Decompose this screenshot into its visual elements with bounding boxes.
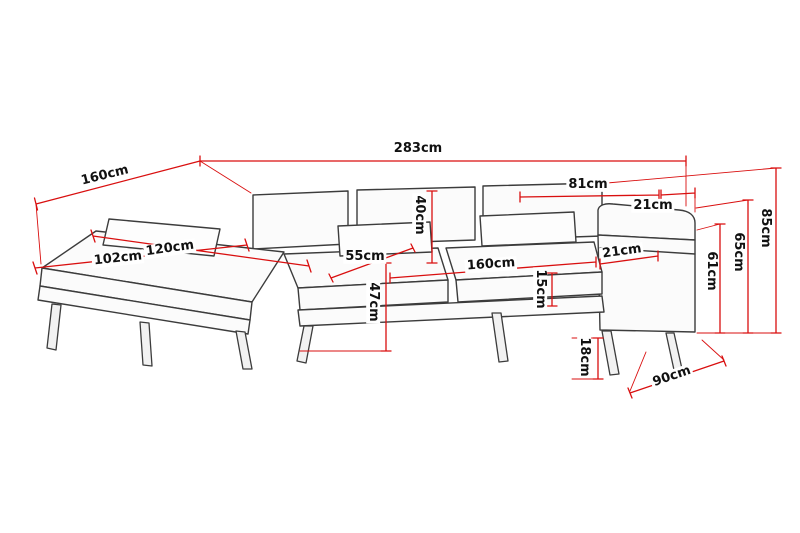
seat-cushion-front <box>455 271 603 303</box>
dim-label-back-cushion-height: 40cm <box>411 193 428 237</box>
dim-line-65 <box>742 199 754 334</box>
leg <box>46 303 62 351</box>
dim-label-armrest-height: 61cm <box>703 249 720 293</box>
dim-label-seat-depth: 55cm <box>343 248 387 265</box>
dim-label-total-height: 85cm <box>757 206 774 250</box>
dim-label-seat-height: 47cm <box>365 280 382 324</box>
chaise-base-rail <box>37 285 251 335</box>
dim-line-61 <box>714 223 726 334</box>
dim-line-18 <box>592 337 604 380</box>
dim-line-21-arm <box>599 250 659 270</box>
dim-line-160-top <box>33 160 201 211</box>
back-cushion <box>252 190 349 250</box>
armrest <box>597 203 696 333</box>
leg <box>235 330 253 370</box>
dim-line-283 <box>199 155 687 167</box>
leg <box>296 325 314 364</box>
dim-line-81 <box>519 189 660 203</box>
dim-label-back-cushion-width: 81cm <box>566 176 610 193</box>
dim-label-seat-cushion-thickness: 15cm <box>532 267 549 311</box>
leg <box>601 330 620 376</box>
dim-label-top-armrest-width: 21cm <box>631 197 675 214</box>
pillow <box>479 211 577 247</box>
leg <box>491 312 509 363</box>
dim-line-21-top <box>660 187 696 201</box>
legs <box>46 303 683 376</box>
dim-line-85 <box>770 167 782 334</box>
dim-line-120 <box>90 229 312 273</box>
dim-line-15 <box>546 272 558 307</box>
dim-label-leg-height: 18cm <box>576 335 593 379</box>
chaise <box>37 230 285 335</box>
sofa-line-art <box>37 182 696 376</box>
leg <box>139 321 153 367</box>
extension-lines <box>35 160 777 392</box>
dim-label-back-height: 65cm <box>730 230 747 274</box>
dim-line-40 <box>426 190 438 264</box>
dim-label-overall-length: 283cm <box>391 140 445 157</box>
